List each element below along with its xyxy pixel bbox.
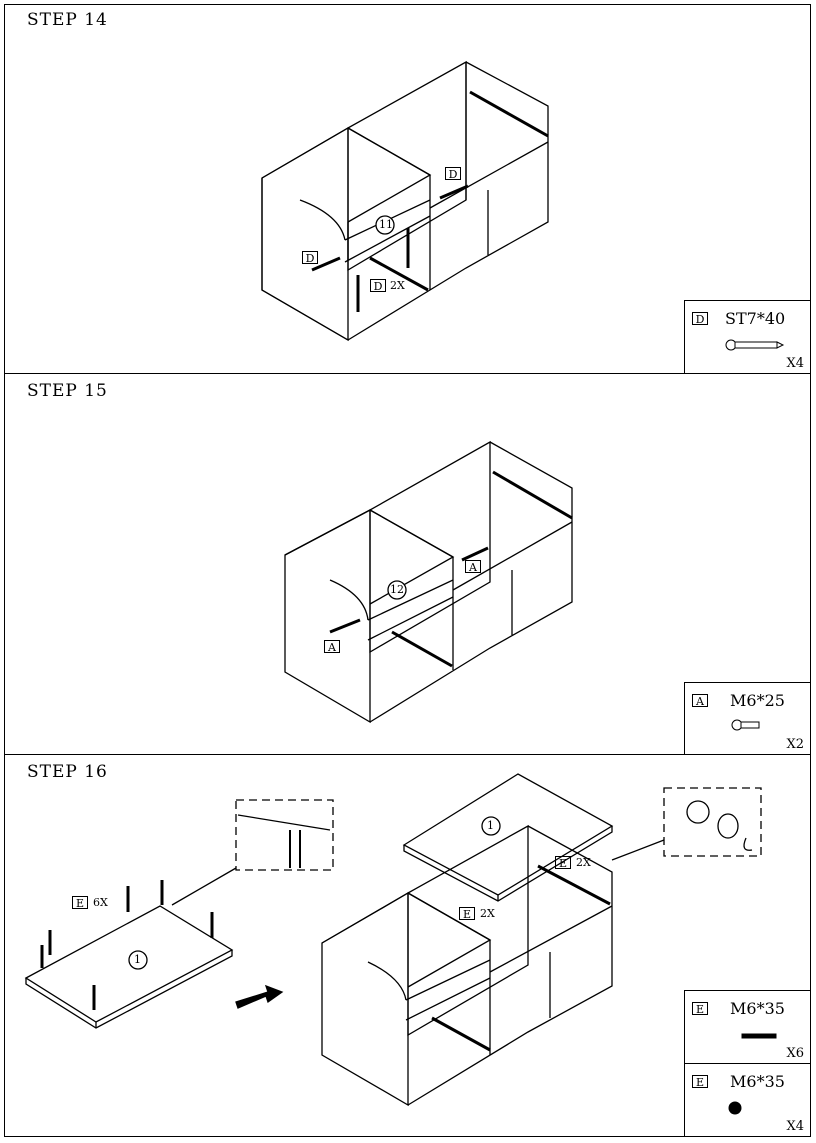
legend-spec: M6*35 xyxy=(730,1072,785,1091)
legend-tag: E xyxy=(692,1002,708,1016)
hardware-legend: E M6*35 X4 xyxy=(684,1063,811,1137)
step-divider xyxy=(4,373,811,374)
count-label: 2X xyxy=(576,856,591,869)
count-label: 6X xyxy=(93,896,108,909)
step-title: STEP 15 xyxy=(27,381,108,401)
part-callout: 1 xyxy=(487,819,494,832)
legend-qty: X2 xyxy=(786,737,804,752)
step-title: STEP 14 xyxy=(27,10,108,30)
legend-tag: E xyxy=(692,1075,708,1089)
hardware-tag: E xyxy=(72,896,88,910)
legend-tag: A xyxy=(692,694,708,708)
part-callout: 1 xyxy=(134,953,141,966)
hardware-tag: D xyxy=(445,167,461,181)
hardware-tag: D xyxy=(302,251,318,265)
cam-lock-icon xyxy=(728,1101,742,1115)
hardware-tag: E xyxy=(555,856,571,870)
dowel-icon xyxy=(741,1033,777,1039)
step-divider xyxy=(4,754,811,755)
hardware-tag: A xyxy=(324,640,340,654)
legend-tag: D xyxy=(692,312,708,326)
count-label: 2X xyxy=(480,907,495,920)
step-14-illustration xyxy=(261,60,549,342)
hardware-legend: D ST7*40 X4 xyxy=(684,300,811,374)
step-15-illustration xyxy=(284,440,573,724)
screw-icon xyxy=(731,719,760,731)
legend-spec: ST7*40 xyxy=(725,309,786,328)
hardware-tag: D xyxy=(370,279,386,293)
legend-qty: X6 xyxy=(786,1046,804,1061)
hardware-legend: E M6*35 X6 xyxy=(684,990,811,1064)
legend-qty: X4 xyxy=(786,356,804,371)
hardware-tag: A xyxy=(465,560,481,574)
count-label: 2X xyxy=(390,279,405,292)
legend-qty: X4 xyxy=(786,1119,804,1134)
step-title: STEP 16 xyxy=(27,762,108,782)
page-frame xyxy=(4,4,811,1137)
part-callout: 11 xyxy=(379,218,393,231)
screw-icon xyxy=(725,339,785,351)
legend-spec: M6*35 xyxy=(730,999,785,1018)
part-callout: 12 xyxy=(390,583,404,596)
hardware-legend: A M6*25 X2 xyxy=(684,682,811,755)
legend-spec: M6*25 xyxy=(730,691,785,710)
hardware-tag: E xyxy=(459,907,475,921)
